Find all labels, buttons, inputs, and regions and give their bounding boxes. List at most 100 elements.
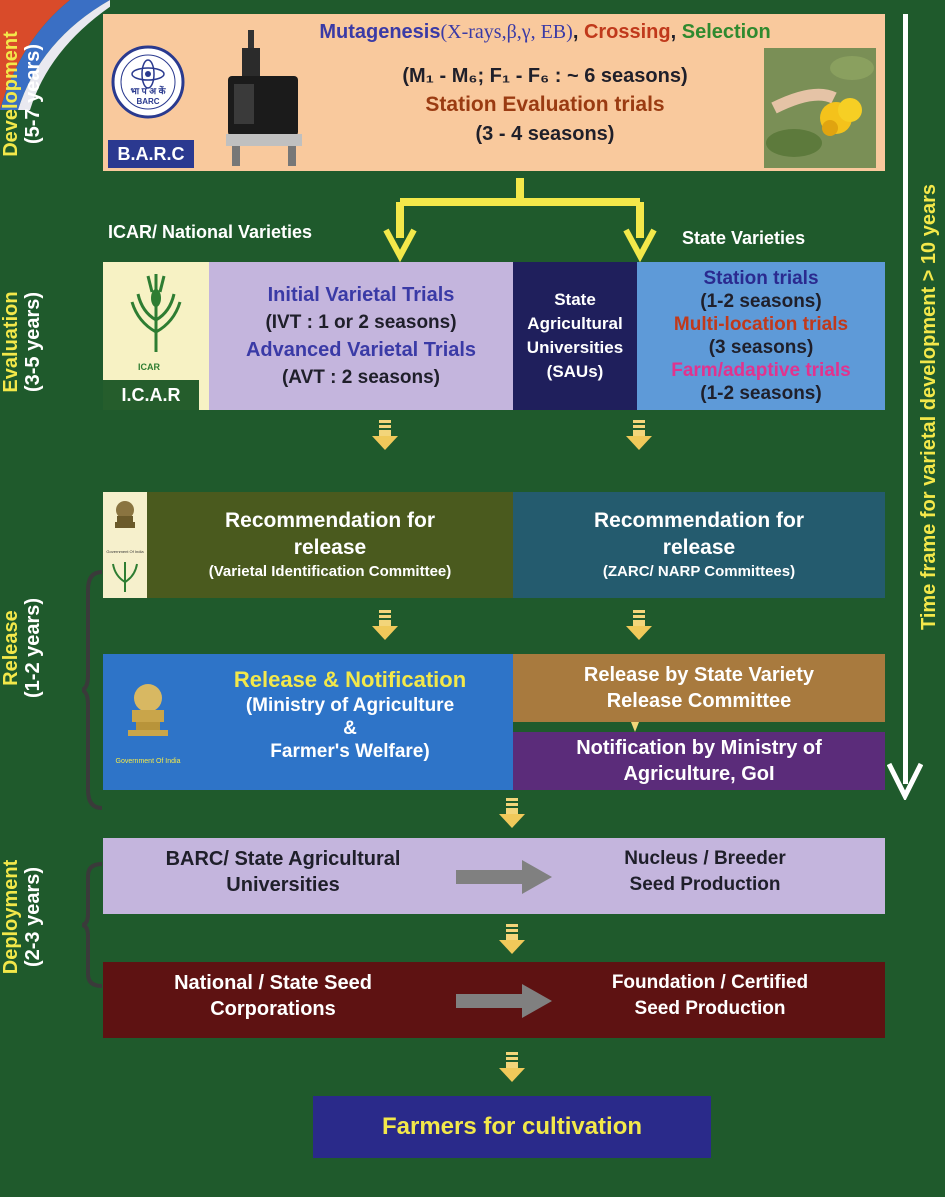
national-varieties-label: ICAR/ National Varieties: [108, 222, 313, 242]
timeframe-arrow-head-icon: [887, 762, 923, 800]
state-varieties-label: State Varieties: [682, 228, 806, 248]
deployment-row-1-right-line-1: Nucleus / Breeder: [624, 848, 786, 869]
icar-label: I.C.A.R: [103, 380, 199, 410]
deployment-row-1-right: Nucleus / Breeder Seed Production: [560, 846, 850, 898]
deployment-brace-icon: [82, 862, 103, 988]
release-notification-line-3: Farmer's Welfare): [270, 741, 430, 762]
icar-trials-box: Initial Varietal Trials (IVT : 1 or 2 se…: [209, 262, 513, 410]
down-arrow-icon: [499, 798, 525, 828]
icar-mini-icon: [112, 562, 138, 592]
deployment-row-1-left-line-1: BARC/ State Agricultural: [165, 848, 401, 870]
deployment-row-2-left: National / State Seed Corporations: [118, 970, 428, 1022]
release-notification-title: Release & Notification: [233, 667, 467, 692]
deployment-row-1-right-line-2: Seed Production: [629, 874, 781, 895]
development-seasons: (M₁ - M₆; F₁ - F₆ : ~ 6 seasons): [402, 65, 688, 87]
sau-line-4: (SAUs): [546, 362, 604, 381]
barc-logo-hindi: भा प अ कें: [130, 86, 166, 96]
release-notification-box: [103, 654, 513, 790]
down-arrow-icon: [626, 610, 652, 640]
recommendation-left-box: Recommendation for release (Varietal Ide…: [147, 492, 513, 598]
comma-1: ,: [572, 21, 579, 43]
flower-image: [764, 48, 876, 168]
ivt-seasons: (IVT : 1 or 2 seasons): [265, 312, 457, 333]
ivt-title: Initial Varietal Trials: [267, 284, 455, 306]
deployment-row-2-left-line-1: National / State Seed: [174, 972, 372, 994]
down-arrow-icon: [626, 420, 652, 450]
fork-arrow-icon: [383, 178, 657, 262]
sau-box: State Agricultural Universities (SAUs): [513, 262, 637, 410]
mutagenesis-text: Mutagenesis: [319, 21, 441, 43]
recommendation-right-box: Recommendation for release (ZARC/ NARP C…: [513, 492, 885, 598]
deployment-row-2-right: Foundation / Certified Seed Production: [560, 970, 860, 1022]
icar-logo-text: ICAR: [138, 362, 160, 372]
release-notification-text: Release & Notification (Ministry of Agri…: [195, 666, 505, 764]
release-emblem-caption: Government Of India: [115, 758, 181, 765]
crossing-text: Crossing: [583, 21, 671, 43]
recommendation-right-sub: (ZARC/ NARP Committees): [602, 563, 796, 580]
recommendation-left-title-2: release: [293, 536, 367, 559]
recommendation-right-title-1: Recommendation for: [593, 509, 805, 532]
deployment-row-2-left-line-2: Corporations: [210, 998, 336, 1020]
release-brace-icon: [82, 570, 103, 810]
barc-logo-icon: [111, 45, 185, 119]
deployment-row-1-left-line-2: Universities: [226, 874, 340, 896]
station-evaluation-seasons: (3 - 4 seasons): [475, 123, 615, 145]
farmers-box: Farmers for cultivation: [313, 1096, 711, 1158]
mutagens-text: (X-rays,β,γ, EB): [440, 21, 573, 43]
avt-seasons: (AVT : 2 seasons): [281, 367, 441, 388]
deployment-row-2-right-line-1: Foundation / Certified: [611, 972, 809, 993]
small-down-arrow-icon: [631, 722, 639, 732]
timeframe-arrow-line: [903, 14, 908, 784]
barc-logo-text: BARC: [136, 97, 160, 106]
recommendation-emblem-caption: Government Of India: [106, 549, 144, 554]
station-trials-title: Station trials: [703, 268, 819, 289]
right-arrow-icon: [456, 984, 552, 1018]
state-release-line-1: Release by State Variety: [583, 664, 815, 686]
multi-location-seasons: (3 seasons): [708, 337, 814, 358]
phase-release-label: Release (1-2 years): [0, 597, 44, 698]
gol-notification-line-2: Agriculture, GoI: [623, 763, 775, 785]
down-arrow-icon: [372, 420, 398, 450]
corner-decoration: [0, 0, 110, 110]
station-trials-seasons: (1-2 seasons): [700, 291, 822, 312]
irradiator-image: [226, 30, 302, 166]
comma-2: ,: [670, 21, 677, 43]
sau-line-1: State: [554, 290, 596, 309]
down-arrow-icon: [499, 1052, 525, 1082]
avt-title: Advanced Varietal Trials: [245, 339, 477, 361]
multi-location-title: Multi-location trials: [673, 314, 849, 335]
barc-label: B.A.R.C: [108, 140, 194, 168]
release-notification-line-2: &: [343, 718, 357, 739]
deployment-row-1-left: BARC/ State Agricultural Universities: [118, 846, 448, 898]
recommendation-left-title-1: Recommendation for: [224, 509, 436, 532]
icar-logo-icon: [130, 274, 182, 352]
state-release-box: Release by State Variety Release Committ…: [513, 654, 885, 722]
release-notification-line-1: (Ministry of Agriculture: [245, 695, 455, 716]
farm-trials-seasons: (1-2 seasons): [700, 383, 822, 404]
development-details: (M₁ - M₆; F₁ - F₆ : ~ 6 seasons) Station…: [330, 62, 760, 148]
recommendation-right-title-2: release: [662, 536, 736, 559]
development-text: Mutagenesis(X-rays,β,γ, EB), Crossing, S…: [230, 18, 860, 46]
phase-deployment-label: Deployment (2-3 years): [0, 859, 44, 975]
farm-trials-title: Farm/adaptive trials: [671, 360, 851, 381]
sau-line-2: Agricultural: [527, 314, 623, 333]
station-evaluation-title: Station Evaluation trials: [425, 93, 665, 116]
state-release-line-2: Release Committee: [606, 690, 792, 712]
ashoka-emblem-icon: [115, 501, 135, 528]
sau-line-3: Universities: [526, 338, 624, 357]
ashoka-emblem-icon: [128, 684, 168, 736]
recommendation-left-sub: (Varietal Identification Committee): [208, 563, 452, 580]
selection-text: Selection: [681, 21, 771, 43]
recommendation-emblem-panel: Government Of India: [103, 492, 147, 598]
phase-development-label: Development (5-7 years): [0, 31, 44, 157]
deployment-row-2-right-line-2: Seed Production: [634, 998, 786, 1019]
down-arrow-icon: [499, 924, 525, 954]
gol-notification-line-1: Notification by Ministry of: [576, 737, 822, 759]
phase-evaluation-label: Evaluation (3-5 years): [0, 291, 44, 393]
down-arrow-icon: [372, 610, 398, 640]
right-arrow-icon: [456, 860, 552, 894]
gol-notification-box: Notification by Ministry of Agriculture,…: [513, 732, 885, 790]
timeframe-label: Time frame for varietal development > 10…: [918, 184, 940, 630]
barc-logo: भा प अ कें BARC: [108, 20, 188, 130]
state-trials-box: Station trials (1-2 seasons) Multi-locat…: [637, 262, 885, 410]
